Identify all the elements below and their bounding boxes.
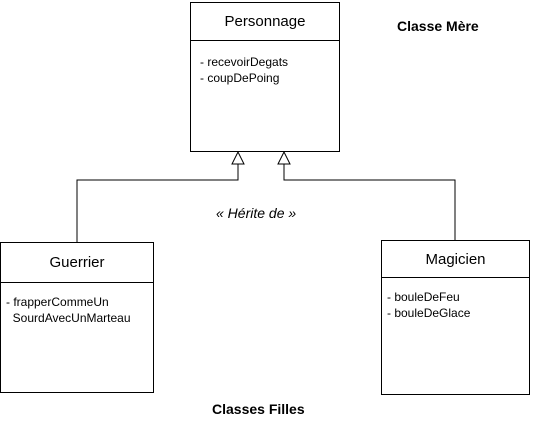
method-item: SourdAvecUnMarteau	[6, 311, 131, 325]
method-list: - frapperCommeUn SourdAvecUnMarteau	[1, 283, 153, 326]
inheritance-arrowhead-guerrier	[231, 150, 245, 165]
method-item: - bouleDeFeu	[387, 290, 460, 304]
method-item: - coupDePoing	[200, 71, 280, 85]
class-name: Guerrier	[1, 243, 153, 283]
method-list: - recevoirDegats - coupDePoing	[191, 41, 339, 86]
class-box-guerrier: Guerrier - frapperCommeUn SourdAvecUnMar…	[0, 242, 154, 393]
class-box-magicien: Magicien - bouleDeFeu - bouleDeGlace	[381, 240, 530, 395]
method-item: - recevoirDegats	[200, 55, 289, 69]
inheritance-line-magicien	[283, 164, 456, 240]
method-item: - frapperCommeUn	[6, 295, 109, 309]
inheritance-arrowhead-magicien	[277, 150, 291, 165]
method-item: - bouleDeGlace	[387, 306, 471, 320]
class-name: Magicien	[382, 241, 529, 278]
parent-class-label: Classe Mère	[397, 18, 479, 34]
child-classes-label: Classes Filles	[212, 401, 305, 417]
inheritance-line-guerrier	[76, 164, 239, 242]
class-name: Personnage	[191, 3, 339, 41]
method-list: - bouleDeFeu - bouleDeGlace	[382, 278, 529, 321]
inheritance-label: « Hérite de »	[216, 205, 297, 221]
class-box-personnage: Personnage - recevoirDegats - coupDePoin…	[190, 2, 340, 152]
